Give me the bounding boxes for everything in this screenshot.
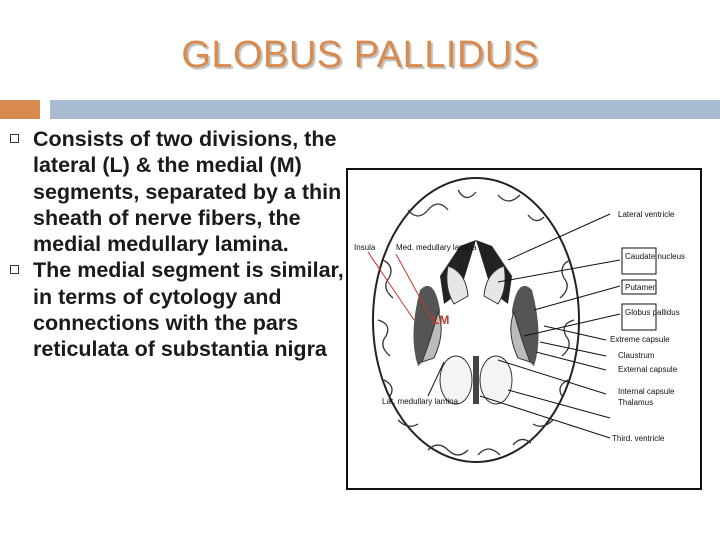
bullet-item: The medial segment is similar, in terms …: [10, 257, 350, 362]
right-globus-pallidus: [510, 310, 531, 363]
box-caudate-nucleus: [621, 247, 657, 275]
box-putamen: [621, 279, 657, 295]
brain-diagram: Insula Med. medullary lamina Lateral ven…: [354, 177, 685, 463]
bullet-text: The medial segment is similar, in terms …: [33, 258, 344, 362]
right-putamen: [512, 285, 539, 366]
label-globus-pallidus: Globus pallidus: [625, 308, 680, 317]
label-third-ventricle: Third. ventricle: [612, 434, 665, 443]
label-pointer-lines: [427, 213, 621, 439]
bullet-list: Consists of two divisions, the lateral (…: [10, 126, 350, 363]
slide-title: GLOBUS PALLIDUS: [181, 34, 539, 76]
left-thalamus: [439, 355, 473, 405]
hollow-square-bullet-icon: [10, 134, 19, 143]
label-external-capsule: External capsule: [618, 365, 678, 374]
third-ventricle: [473, 356, 479, 404]
label-claustrum: Claustrum: [618, 351, 655, 360]
box-globus-pallidus: [621, 303, 657, 331]
left-globus-pallidus: [421, 310, 442, 363]
label-lateral-ventricle: Lateral ventricle: [618, 210, 675, 219]
label-thalamus: Thalamus: [618, 398, 653, 407]
label-insula: Insula: [354, 243, 376, 252]
title-underline-bar: [50, 100, 720, 119]
gyri-pattern: [377, 189, 575, 456]
bullet-text: Consists of two divisions, the lateral (…: [33, 127, 342, 257]
bullet-item: Consists of two divisions, the lateral (…: [10, 126, 350, 257]
label-lat-medullary-lamina: Lat. medullary lamina: [382, 397, 459, 406]
left-caudate: [446, 265, 469, 305]
red-pointer-lines: [367, 251, 433, 321]
label-internal-capsule: Internal capsule: [618, 387, 675, 396]
hollow-square-bullet-icon: [10, 265, 19, 275]
label-caudate-nucleus: Caudate nucleus: [625, 252, 685, 261]
right-caudate: [483, 265, 506, 305]
right-thalamus: [479, 355, 513, 405]
brain-section-figure: Insula Med. medullary lamina Lateral ven…: [346, 168, 702, 490]
brain-outline: [372, 177, 580, 463]
label-lm: LM: [432, 313, 449, 327]
title-accent-bar: [0, 100, 40, 119]
label-med-medullary-lamina: Med. medullary lamina: [396, 243, 477, 252]
label-putamen: Putamen: [625, 283, 657, 292]
left-putamen: [413, 285, 440, 366]
label-extreme-capsule: Extreme capsule: [610, 335, 670, 344]
